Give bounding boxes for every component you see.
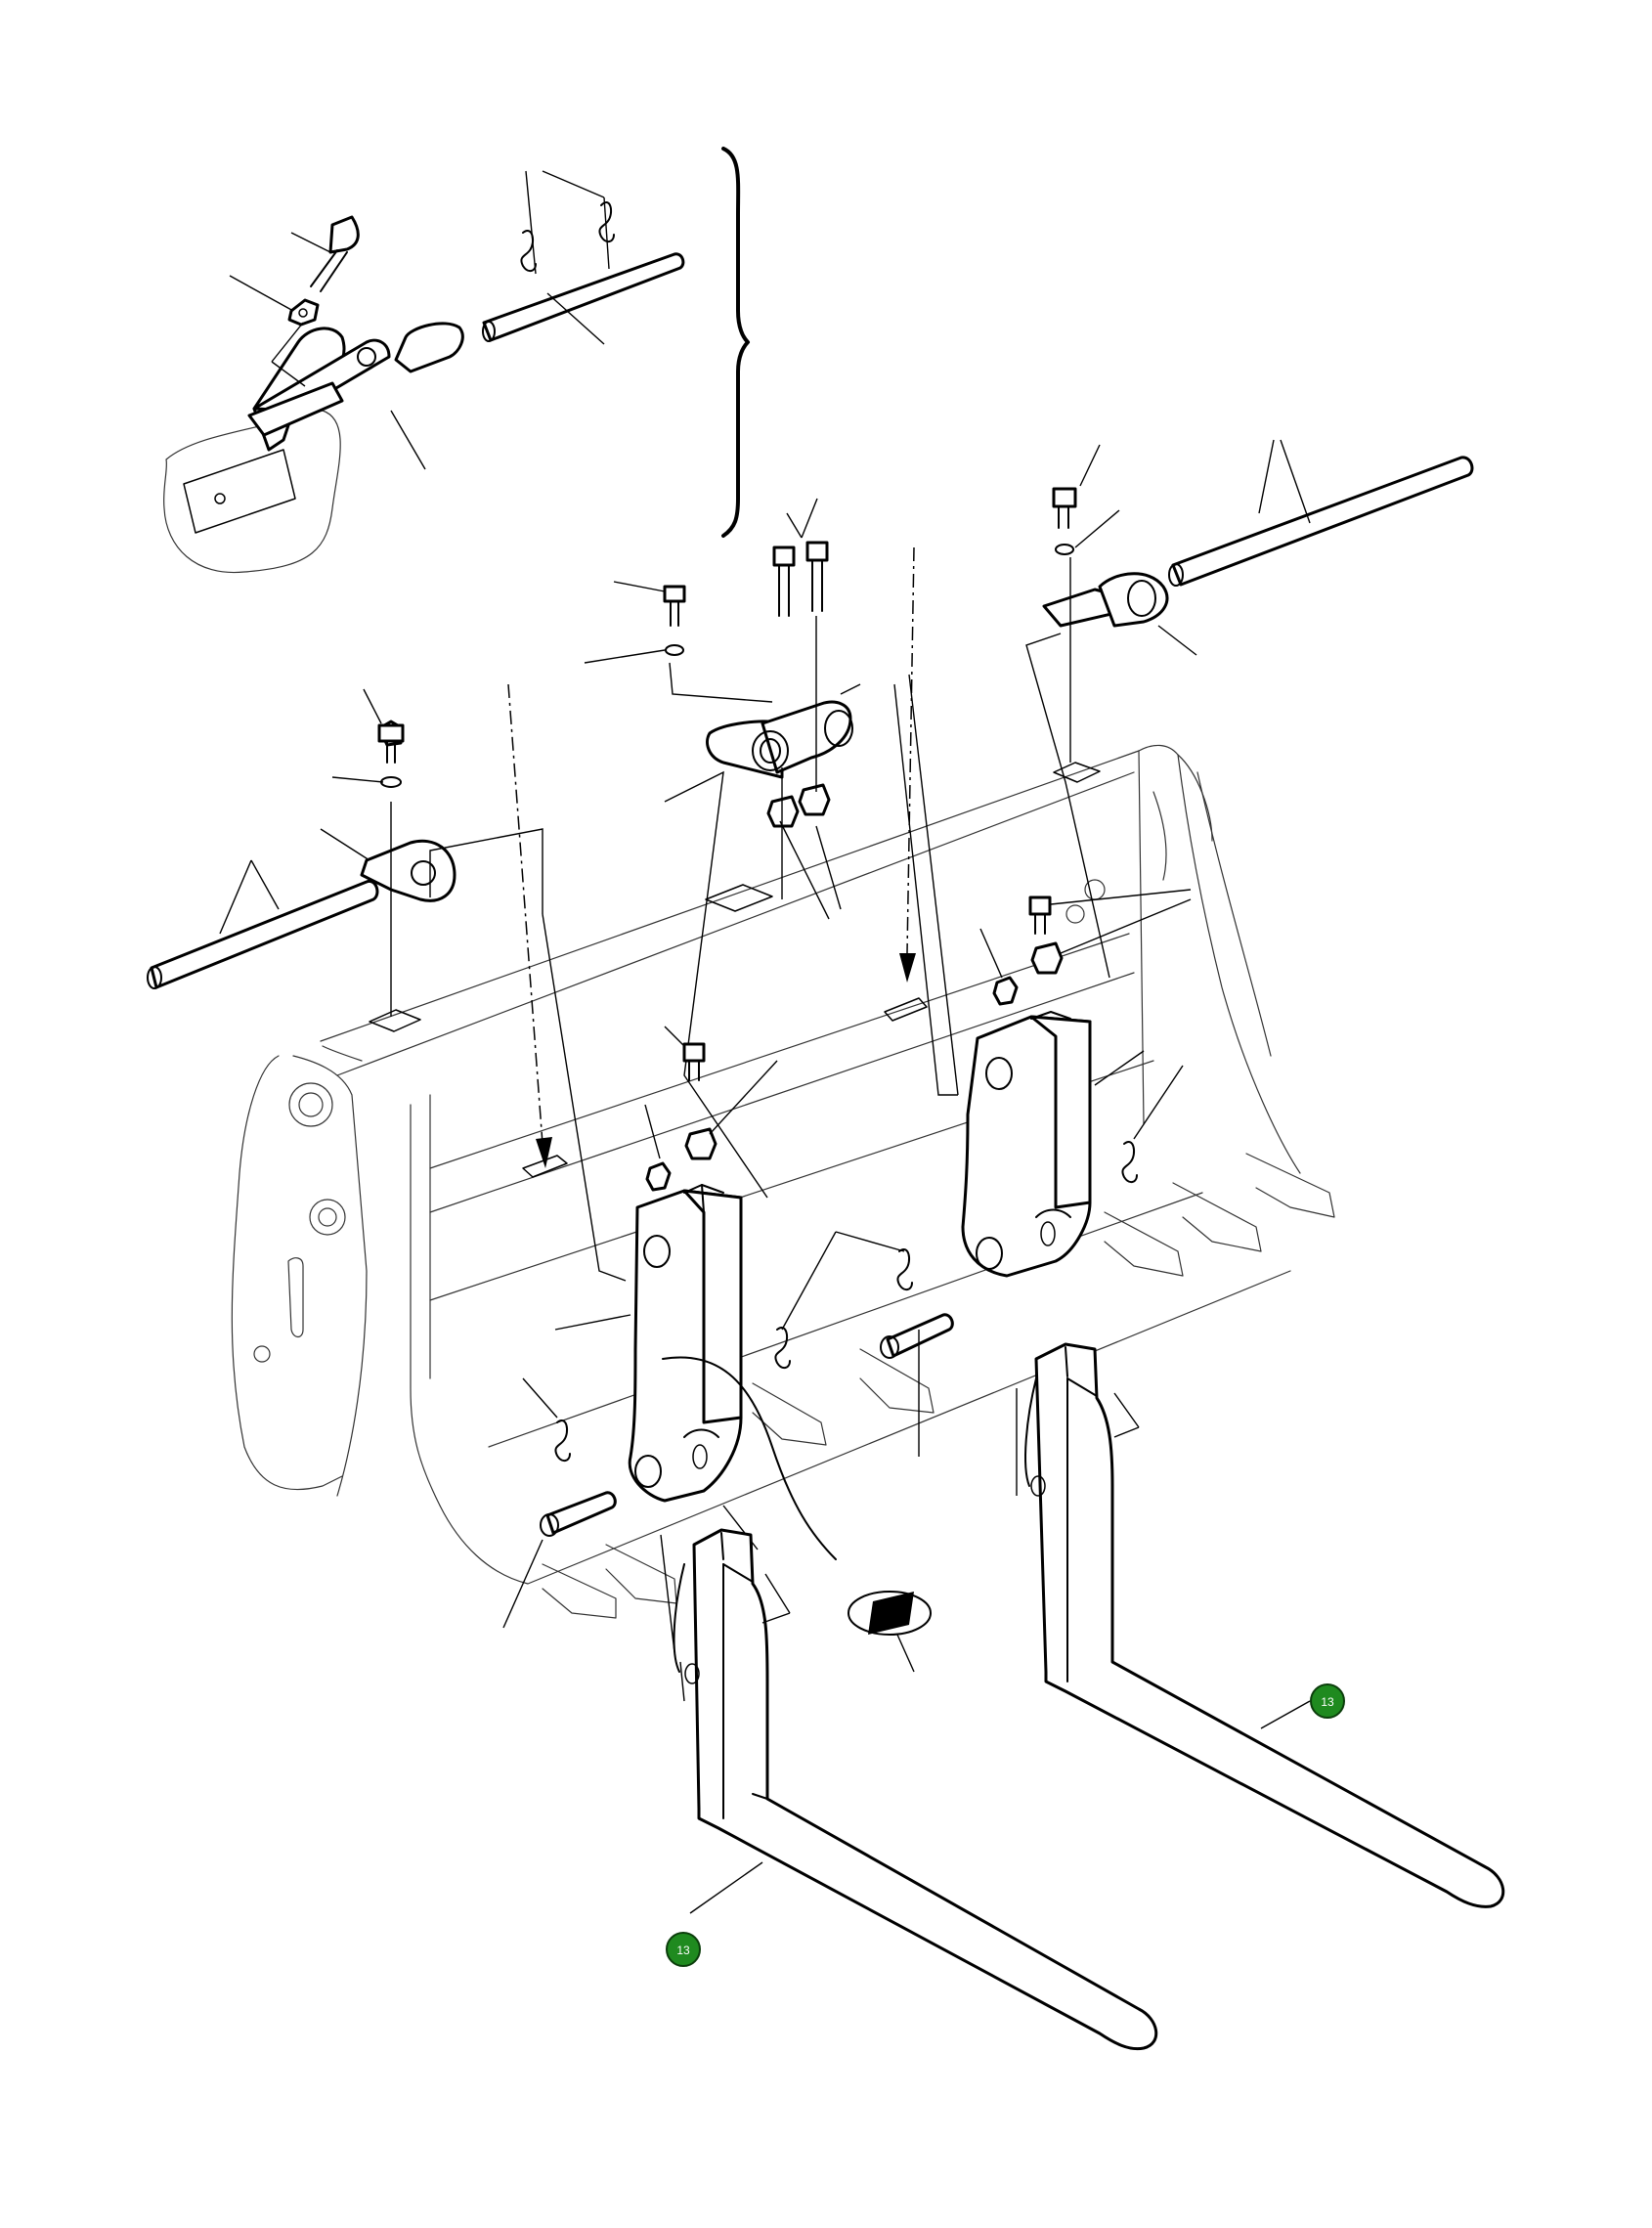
callout-circle [1310, 1683, 1345, 1719]
left-hook-assembly [147, 683, 627, 1282]
right-fork [1016, 1342, 1505, 1908]
callout-circle [666, 1932, 701, 1967]
decal-with-wire [662, 1356, 932, 1673]
left-fork [660, 1528, 1158, 2051]
callout-13-left[interactable]: 13 [666, 1932, 701, 1967]
right-carrier-hook [774, 889, 1192, 1457]
left-carrier-hook [502, 1026, 778, 1629]
group-brace [721, 147, 750, 538]
callout-label: 13 [676, 1944, 690, 1957]
inset-hook-detail [162, 170, 685, 574]
right-hook-assembly [1025, 439, 1474, 979]
callout-13-right[interactable]: 13 [1310, 1683, 1345, 1719]
callout-label: 13 [1321, 1695, 1334, 1709]
center-bracket-assembly [584, 498, 959, 1199]
